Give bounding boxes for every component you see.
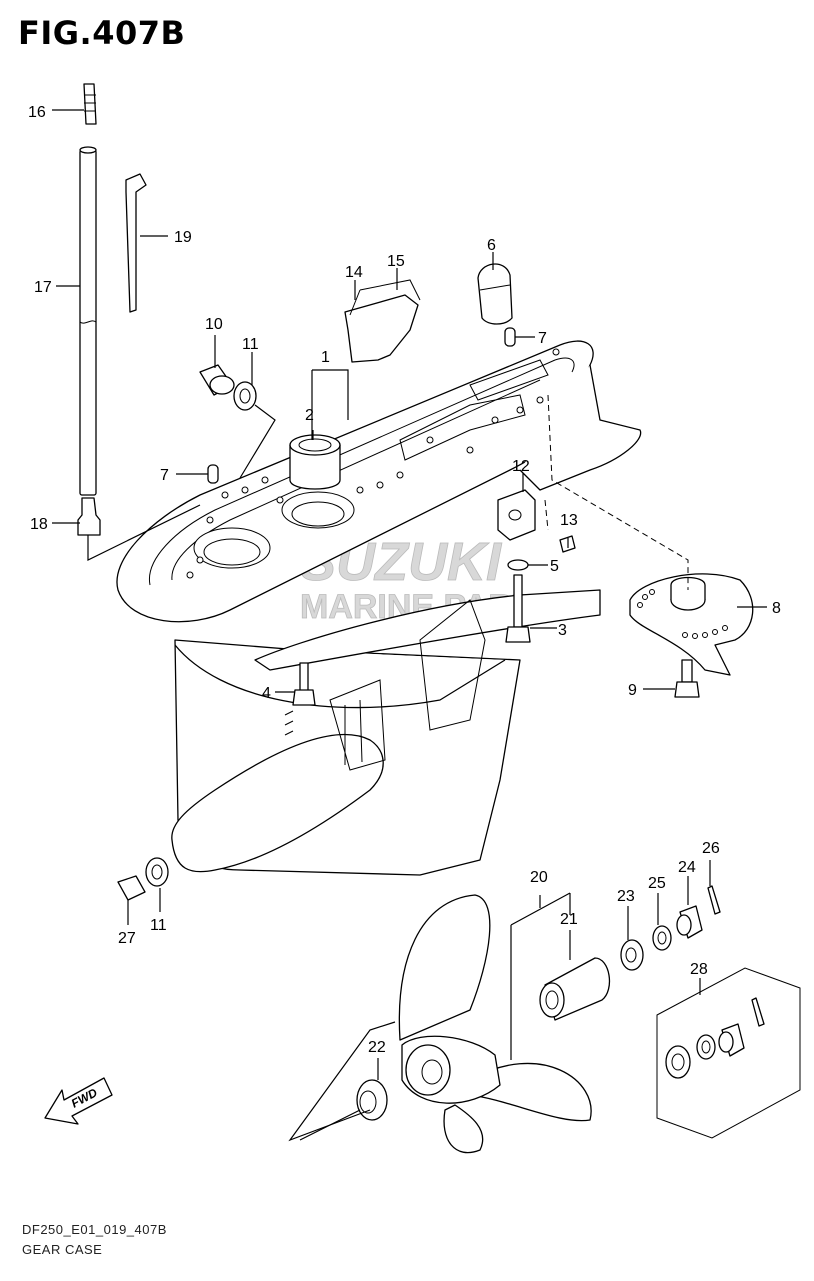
callout-14: 14	[345, 264, 363, 281]
callout-9: 9	[628, 682, 637, 699]
part-14-15-clip	[344, 279, 421, 363]
part-20-propeller	[398, 894, 592, 1154]
deck-holes	[186, 348, 560, 579]
part-6-cap	[477, 263, 513, 325]
callout-19: 19	[174, 229, 192, 246]
figure-code: DF250_E01_019_407B	[22, 1222, 167, 1237]
callout-11-upper: 11	[242, 336, 259, 353]
callout-11-lower: 11	[150, 917, 167, 934]
part-27-plug	[117, 875, 146, 901]
callout-3: 3	[558, 622, 567, 639]
leader-lines	[52, 109, 767, 1142]
callout-5: 5	[550, 558, 559, 575]
callout-1: 1	[321, 349, 330, 366]
callout-12: 12	[512, 458, 530, 475]
part-10-plug	[199, 364, 235, 396]
figure-caption: GEAR CASE	[22, 1242, 103, 1257]
part-11-washer-upper	[233, 381, 257, 411]
callout-21: 21	[560, 911, 578, 928]
part-17-pipe	[79, 146, 97, 496]
callout-17: 17	[34, 279, 52, 296]
part-11-washer-lower	[145, 857, 169, 887]
callout-16: 16	[28, 104, 46, 121]
part-2-bushing	[289, 434, 341, 490]
callout-2: 2	[305, 407, 314, 424]
part-7-pin-lower	[207, 464, 219, 484]
callout-13: 13	[560, 512, 578, 529]
callouts: 16 17 18 19 1 2 14 15 10 11 7 6 7 12 13 …	[28, 104, 781, 1056]
callout-27: 27	[118, 930, 136, 947]
part-21-bush	[539, 957, 611, 1021]
part-19-cable-tie	[125, 173, 147, 313]
callout-24: 24	[678, 859, 696, 876]
part-8-trim-tab	[629, 573, 754, 676]
part-24-nut	[676, 905, 703, 939]
part-5-washer	[507, 559, 529, 571]
part-7-pin-upper	[504, 327, 516, 347]
part-22-spacer	[356, 1079, 388, 1121]
callout-8: 8	[772, 600, 781, 617]
callout-6: 6	[487, 237, 496, 254]
part-25-washer	[652, 925, 672, 951]
callout-26: 26	[702, 840, 720, 857]
callout-28: 28	[690, 961, 708, 978]
part-3-bolt	[505, 574, 531, 643]
callout-18: 18	[30, 516, 48, 533]
callout-7-upper: 7	[538, 330, 547, 347]
callout-20: 20	[530, 869, 548, 886]
part-28-kit	[656, 967, 801, 1139]
part-26-cotter-pin	[707, 885, 721, 915]
callout-25: 25	[648, 875, 666, 892]
callout-4: 4	[262, 685, 271, 702]
callout-7-lower: 7	[160, 467, 169, 484]
callout-10: 10	[205, 316, 223, 333]
part-18-fitting	[77, 497, 101, 536]
part-16-fitting	[83, 83, 97, 125]
callout-23: 23	[617, 888, 635, 905]
part-12-anode	[497, 489, 536, 541]
part-23-spacer	[620, 939, 644, 971]
fwd-arrow-icon: FWD	[44, 1077, 113, 1125]
callout-15: 15	[387, 253, 405, 270]
figure-title: FIG.407B	[18, 14, 186, 52]
part-4-bolt	[292, 662, 316, 706]
callout-22: 22	[368, 1039, 386, 1056]
part-9-bolt	[674, 659, 700, 698]
